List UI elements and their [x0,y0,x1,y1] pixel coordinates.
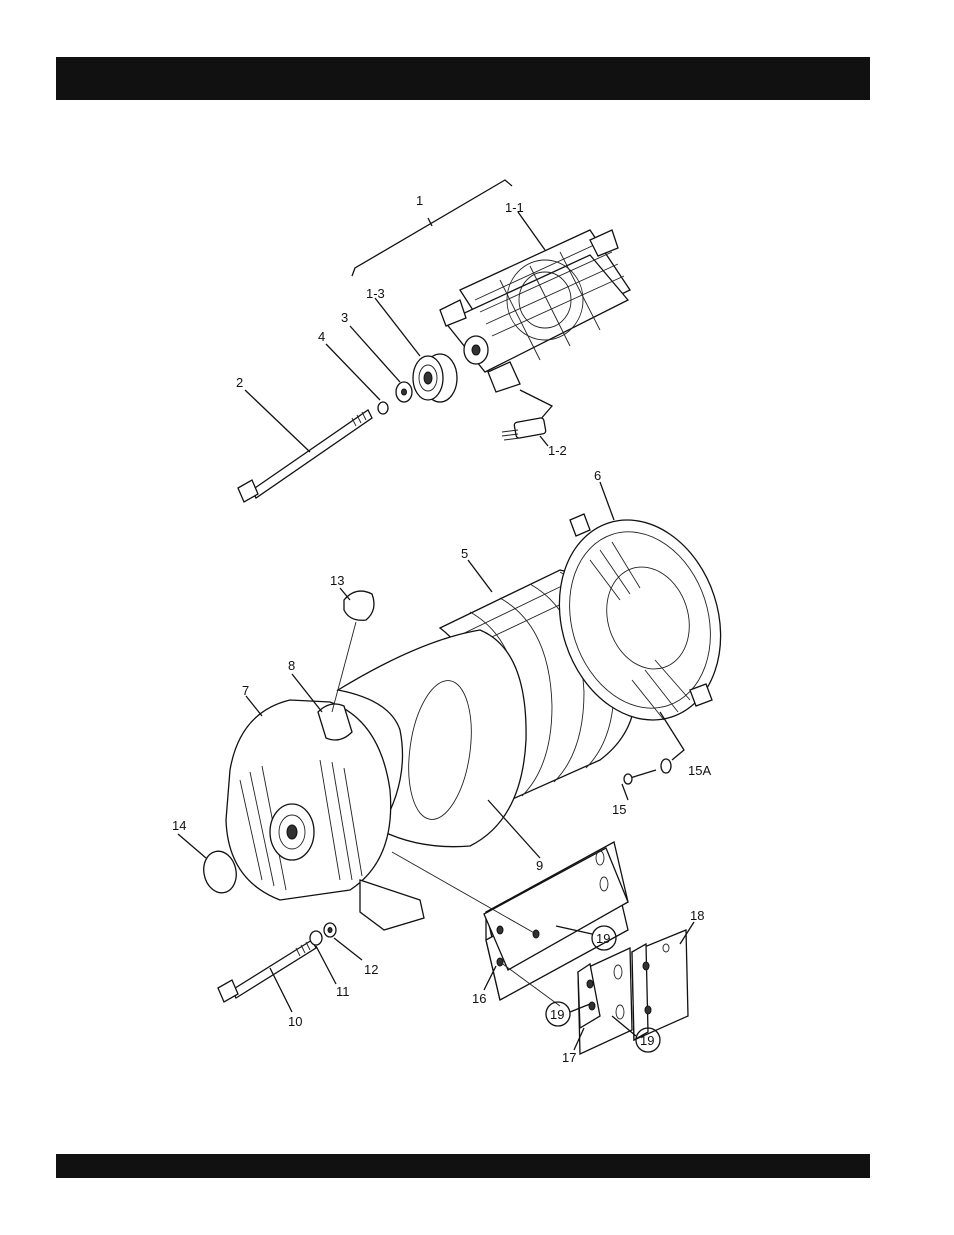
footer-bar [56,1154,870,1178]
bracket-17 [574,948,632,1054]
rotor-assembly [352,180,630,446]
through-bolt-2 [238,390,372,502]
bracket-18 [632,922,694,1040]
label-part-19-c: 19 [640,1033,654,1048]
label-part-15a: 15A [688,763,711,778]
label-part-16: 16 [472,991,486,1006]
label-part-4: 4 [318,329,325,344]
label-part-5: 5 [461,546,468,561]
label-part-2: 2 [236,375,243,390]
label-part-13: 13 [330,573,344,588]
label-part-1-3: 1-3 [366,286,385,301]
washer-3 [350,326,412,402]
label-part-3: 3 [341,310,348,325]
lock-washer-4 [326,344,388,414]
label-part-7: 7 [242,683,249,698]
label-part-15: 15 [612,802,626,817]
label-part-19-a: 19 [596,931,610,946]
label-part-6: 6 [594,468,601,483]
label-part-18: 18 [690,908,704,923]
label-part-11: 11 [336,984,350,999]
label-part-12: 12 [364,962,378,977]
label-part-17: 17 [562,1050,576,1065]
bolt-10 [218,940,316,1012]
washer-12 [324,923,362,960]
label-part-1-1: 1-1 [505,200,524,215]
label-part-1-2: 1-2 [548,443,567,458]
label-part-10: 10 [288,1014,302,1029]
label-part-19-b: 19 [550,1007,564,1022]
washer-15a [661,759,671,773]
label-part-1: 1 [416,193,423,208]
bolt-15 [622,770,656,800]
label-part-9: 9 [536,858,543,873]
label-part-8: 8 [288,658,295,673]
lock-washer-11 [310,931,336,984]
label-part-14: 14 [172,818,186,833]
